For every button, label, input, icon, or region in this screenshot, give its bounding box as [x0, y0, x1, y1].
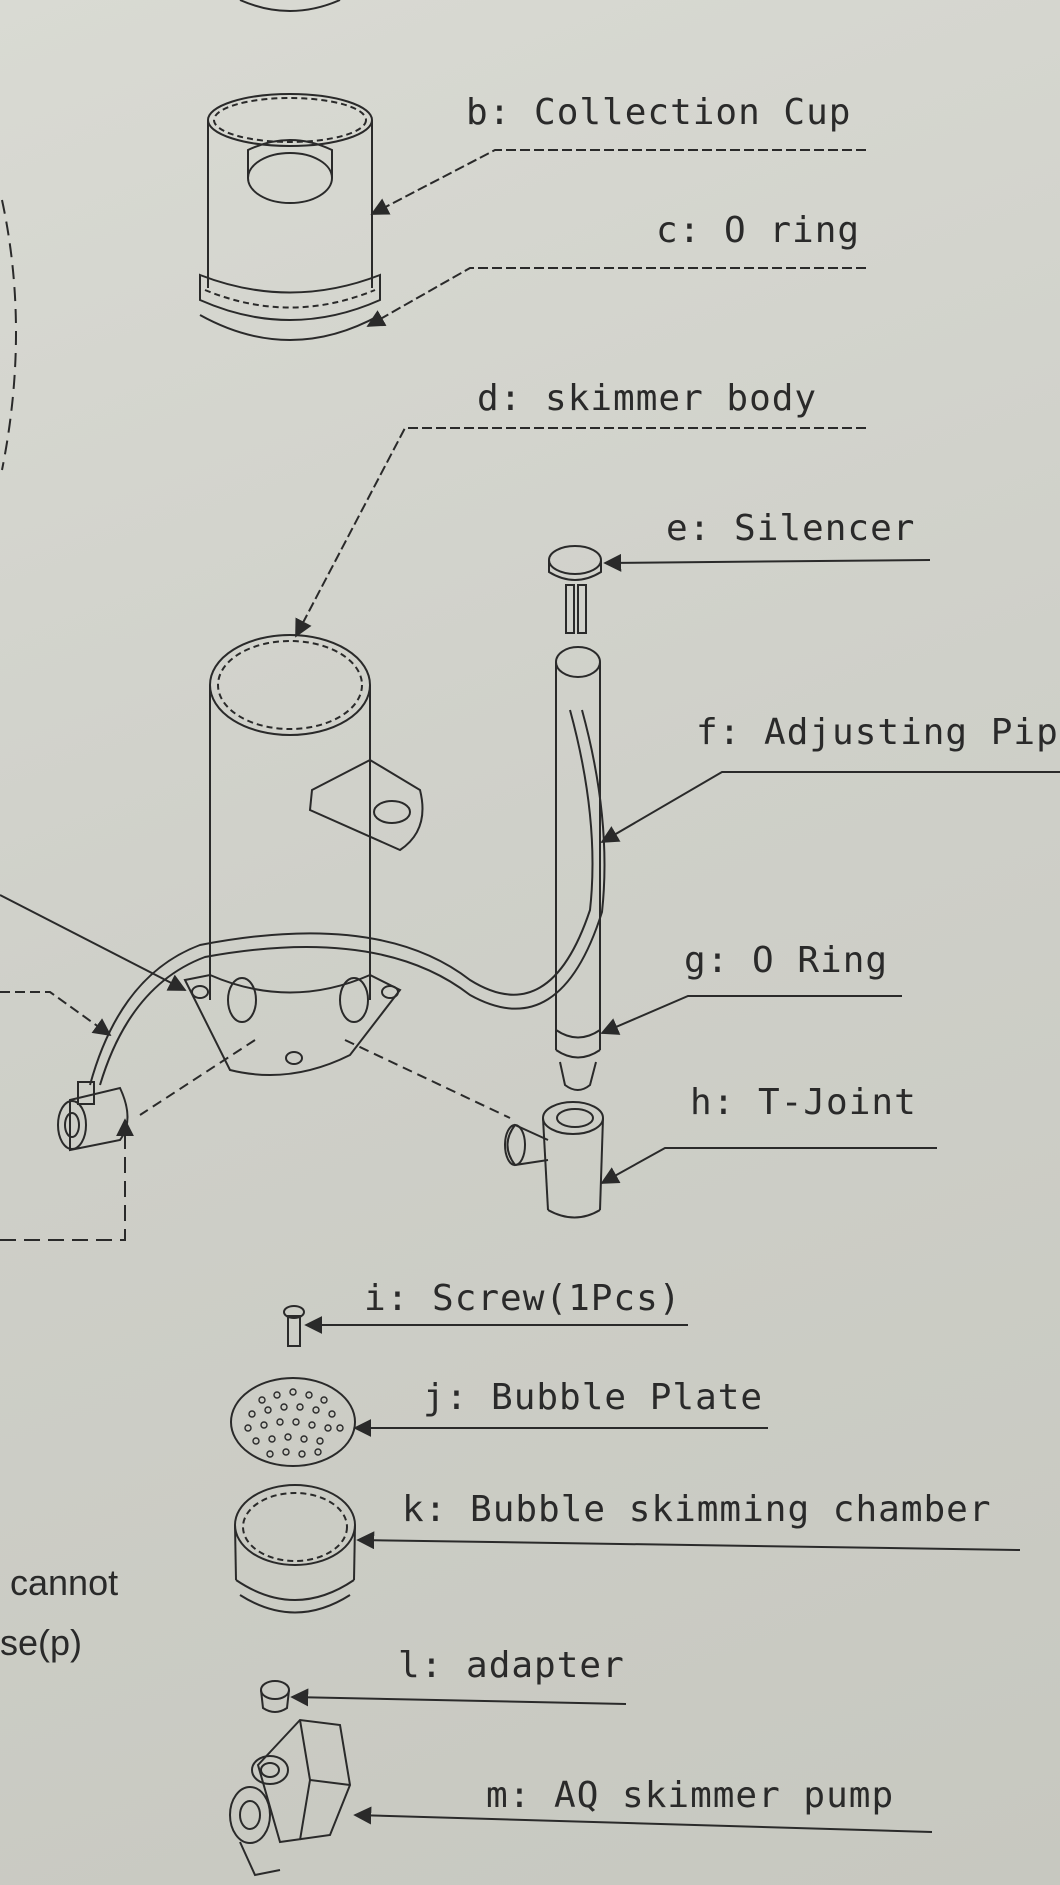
- air-tube: [89, 709, 594, 1086]
- leader-b: [370, 149, 866, 215]
- leader-f: [600, 771, 1060, 843]
- label-h-t-joint: h: T-Joint: [690, 1082, 917, 1123]
- adjusting-pipe: [555, 646, 601, 1091]
- label-d-skimmer-body: d: skimmer body: [477, 378, 818, 419]
- silencer: [548, 545, 602, 634]
- skimmer-pump: [229, 1718, 352, 1877]
- top-partial-part: [239, 0, 341, 12]
- label-m-skimmer-pump: m: AQ skimmer pump: [486, 1775, 895, 1816]
- label-k-bubble-skimming-chamber: k: Bubble skimming chamber: [402, 1489, 992, 1530]
- label-i-screw: i: Screw(1Pcs): [364, 1278, 682, 1319]
- leader-g: [600, 995, 902, 1035]
- leader-h: [600, 1147, 937, 1184]
- leader-m: [353, 1806, 933, 1833]
- leader-l: [290, 1688, 627, 1707]
- bubble-skimming-chamber: [234, 1484, 356, 1614]
- left-connector: [57, 1081, 129, 1152]
- leader-left-mid: [0, 991, 112, 1037]
- side-text-line2: se(p): [0, 1622, 83, 1663]
- leader-d: [295, 427, 866, 638]
- label-e-silencer: e: Silencer: [666, 508, 916, 549]
- collection-cup: [199, 93, 381, 341]
- label-c-o-ring: c: O ring: [656, 210, 861, 251]
- label-l-adapter: l: adapter: [398, 1645, 625, 1686]
- leader-left-lower: [0, 1118, 134, 1241]
- screw: [283, 1305, 305, 1347]
- leader-e: [603, 553, 931, 572]
- bubble-plate: [230, 1377, 356, 1467]
- leader-c: [366, 267, 866, 327]
- t-joint: [504, 1101, 604, 1219]
- label-j-bubble-plate: j: Bubble Plate: [423, 1377, 764, 1418]
- adapter: [260, 1680, 290, 1713]
- label-g-o-ring: g: O Ring: [684, 940, 889, 981]
- label-f-adjusting-pipe: f: Adjusting Pip: [696, 712, 1059, 753]
- label-b-collection-cup: b: Collection Cup: [466, 92, 852, 133]
- left-dashed-arc: [1, 199, 17, 471]
- leader-k: [356, 1531, 1021, 1551]
- side-text-line1: cannot: [10, 1562, 119, 1603]
- leader-left-upper: [0, 894, 187, 991]
- skimmer-body: [139, 634, 511, 1119]
